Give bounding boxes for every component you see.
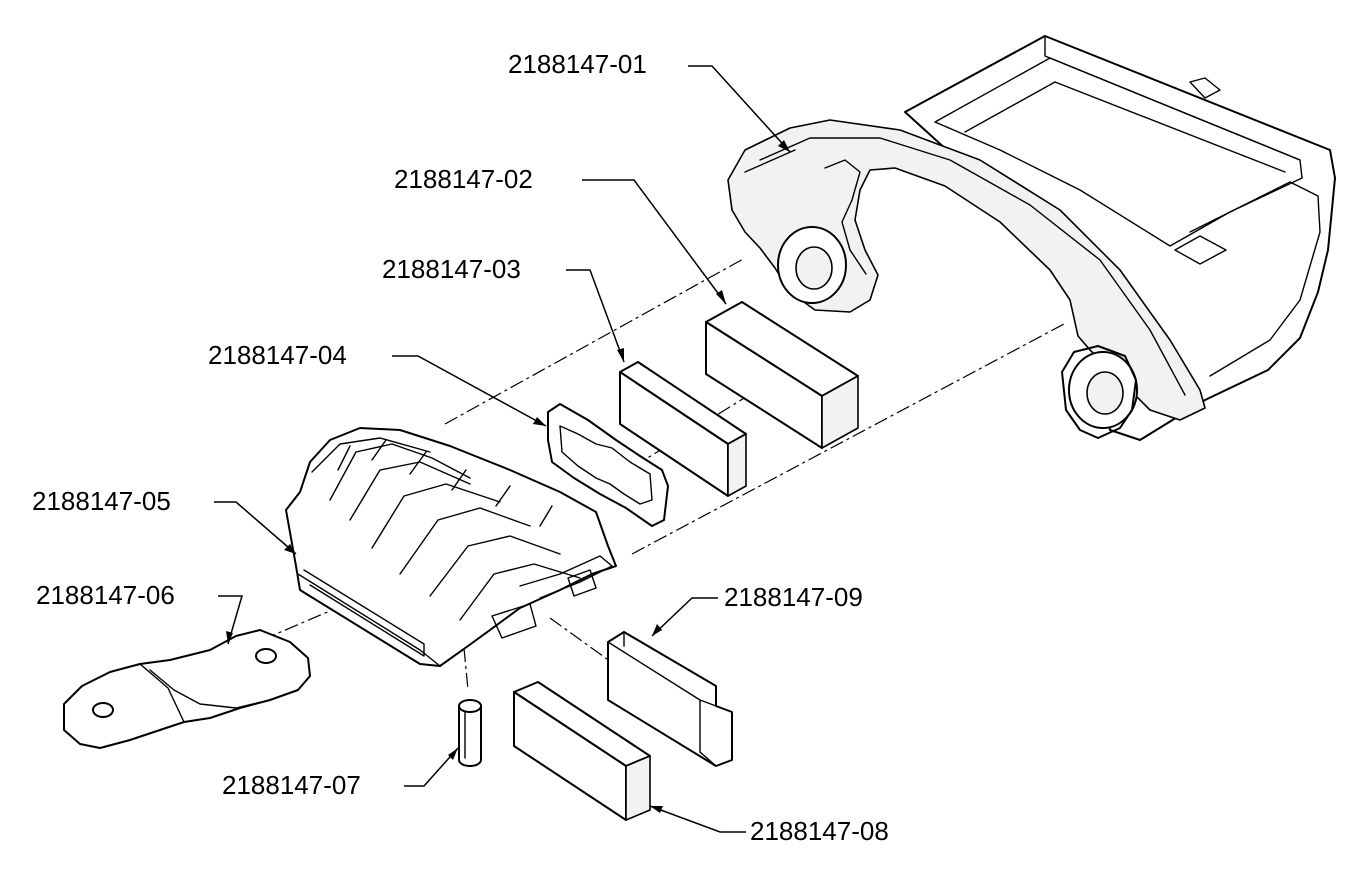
callout-2188147-07: 2188147-07 bbox=[222, 770, 361, 800]
callout-2188147-04: 2188147-04 bbox=[208, 340, 347, 370]
leader-09 bbox=[651, 597, 718, 637]
callout-2188147-09: 2188147-09 bbox=[724, 582, 863, 612]
arrowhead-06 bbox=[226, 631, 233, 644]
arrowhead-03 bbox=[617, 348, 624, 362]
leader-02 bbox=[582, 179, 727, 305]
leader-05 bbox=[214, 501, 297, 555]
arrowhead-07 bbox=[448, 748, 458, 760]
part-2188147-02-block bbox=[705, 301, 859, 449]
part-2188147-05-ribbed-body bbox=[285, 427, 617, 667]
leader-07 bbox=[404, 747, 459, 787]
part-2188147-09-plate bbox=[607, 631, 733, 767]
leader-06 bbox=[218, 595, 243, 645]
callout-2188147-02: 2188147-02 bbox=[394, 164, 533, 194]
leader-04 bbox=[392, 355, 547, 427]
part-2188147-01-housing bbox=[727, 35, 1336, 441]
leader-03 bbox=[566, 269, 625, 363]
callout-2188147-01: 2188147-01 bbox=[508, 49, 647, 79]
leader-01 bbox=[688, 65, 791, 153]
callout-labels: 2188147-01 2188147-02 2188147-03 2188147… bbox=[32, 49, 889, 846]
arrowhead-01 bbox=[778, 140, 790, 152]
arrowhead-09 bbox=[652, 624, 662, 636]
arrowhead-04 bbox=[533, 417, 546, 426]
callout-2188147-05: 2188147-05 bbox=[32, 486, 171, 516]
part-2188147-03-plate bbox=[619, 361, 747, 497]
callout-2188147-03: 2188147-03 bbox=[382, 254, 521, 284]
arrowhead-02 bbox=[716, 290, 726, 304]
part-2188147-06-bracket bbox=[63, 629, 311, 749]
part-2188147-04-gasket bbox=[547, 403, 669, 527]
leader-lines bbox=[214, 65, 791, 833]
leader-08 bbox=[649, 805, 746, 833]
part-2188147-08-block bbox=[513, 681, 651, 821]
callout-2188147-06: 2188147-06 bbox=[36, 580, 175, 610]
arrowhead-08 bbox=[650, 806, 663, 813]
callout-2188147-08: 2188147-08 bbox=[750, 816, 889, 846]
arrowhead-05 bbox=[284, 544, 296, 554]
part-2188147-07-pin bbox=[458, 699, 482, 767]
